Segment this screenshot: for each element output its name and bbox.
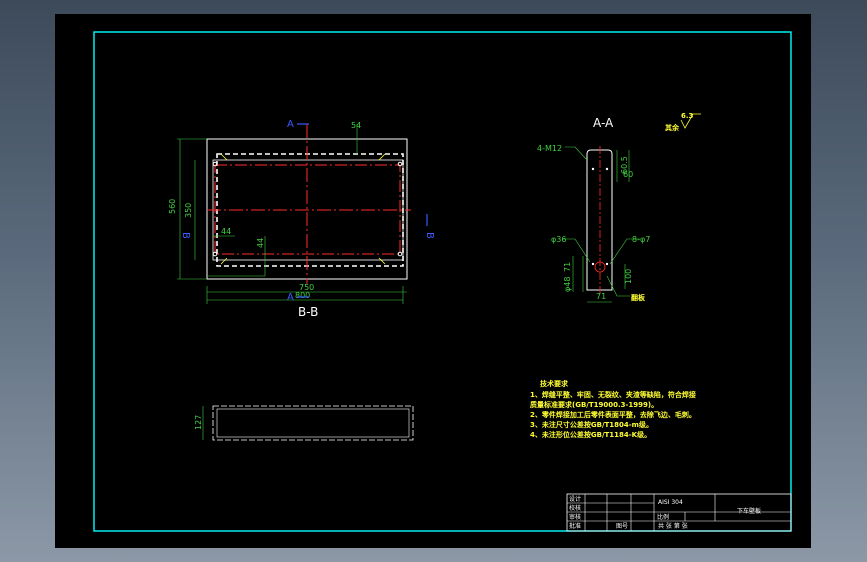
dim-100: 100 bbox=[624, 269, 633, 284]
plan-dimensions bbox=[177, 124, 407, 304]
tb-review: 审核 bbox=[569, 513, 581, 521]
dim-54: 54 bbox=[351, 121, 361, 130]
dim-71: 71 bbox=[563, 262, 572, 272]
tech-line-1: 1、焊缝平整、牢固、无裂纹、夹渣等缺陷，符合焊接 bbox=[530, 390, 696, 399]
view-label-aa: A-A bbox=[593, 116, 614, 130]
section-mark-a-top: A bbox=[287, 119, 294, 130]
tb-approve: 批准 bbox=[569, 522, 581, 530]
drawing-sheet: 54 560 350 44 44 750 800 A A B B B-B 127… bbox=[55, 14, 811, 548]
hole-mark bbox=[591, 262, 595, 266]
dim-60-5: 60.5 bbox=[620, 156, 629, 174]
drawing-border bbox=[93, 31, 792, 532]
bore-circle bbox=[594, 261, 606, 273]
tech-title: 技术要求 bbox=[540, 379, 569, 388]
side-view: 127 bbox=[194, 405, 414, 441]
dim-71b: 71 bbox=[596, 292, 606, 301]
dim-560: 560 bbox=[168, 199, 177, 214]
plan-inner-frame bbox=[216, 153, 404, 267]
title-block: 设计 校核 审核 批准 AISI 304 比例 下车壁板 图号 共 张 第 张 bbox=[566, 493, 792, 532]
section-mark-a-bottom: A bbox=[287, 292, 294, 303]
dim-750: 750 bbox=[299, 283, 314, 292]
dim-60: 60 bbox=[623, 170, 633, 179]
section-aa-view: A-A 其余 6.3 4-M12 60.5 60 φ36 8-φ7 71 φ48 bbox=[537, 112, 701, 303]
dim-800: 800 bbox=[295, 291, 310, 300]
side-outline bbox=[212, 405, 414, 441]
dim-thread: 4-M12 bbox=[537, 144, 562, 153]
hole-mark bbox=[605, 167, 609, 171]
view-label-bb: B-B bbox=[298, 305, 318, 319]
tb-scale: 比例 bbox=[657, 513, 669, 521]
side-inner bbox=[216, 408, 410, 438]
dim-350: 350 bbox=[184, 203, 193, 218]
corner-hole bbox=[397, 251, 403, 257]
tech-requirements: 技术要求 1、焊缝平整、牢固、无裂纹、夹渣等缺陷，符合焊接 质量标准要求(GB/… bbox=[530, 379, 696, 439]
tb-sheet-no: 图号 bbox=[616, 523, 628, 530]
section-dimensions bbox=[563, 146, 640, 303]
dim-44a: 44 bbox=[221, 227, 231, 236]
hole-mark bbox=[605, 262, 609, 266]
weld-leaders bbox=[220, 153, 386, 265]
tb-part-name: 下车壁板 bbox=[737, 507, 761, 515]
tb-material: AISI 304 bbox=[658, 499, 683, 506]
cad-drawing: 54 560 350 44 44 750 800 A A B B B-B 127… bbox=[93, 31, 792, 532]
plan-view: 54 560 350 44 44 750 800 A A B B B-B bbox=[168, 119, 435, 319]
roughness-value: 6.3 bbox=[681, 112, 694, 120]
hole-mark bbox=[591, 167, 595, 171]
roughness-symbol bbox=[680, 113, 701, 129]
tech-line-2: 质量标准要求(GB/T19000.3-1999)。 bbox=[530, 400, 658, 409]
note-flip: 翻板 bbox=[631, 293, 646, 302]
tech-line-4: 3、未注尺寸公差按GB/T1804-m级。 bbox=[530, 420, 653, 429]
dim-dia36: φ36 bbox=[551, 235, 566, 244]
section-mark-b-right: B bbox=[424, 232, 435, 239]
tb-check: 校核 bbox=[569, 504, 581, 512]
corner-hole bbox=[212, 161, 218, 167]
dim-127: 127 bbox=[194, 415, 203, 430]
tech-line-5: 4、未注形位公差按GB/T1184-K级。 bbox=[530, 430, 651, 439]
tech-line-3: 2、零件焊接加工后零件表面平整，去除飞边、毛刺。 bbox=[530, 410, 696, 419]
dim-44b: 44 bbox=[256, 238, 265, 248]
section-profile bbox=[586, 149, 613, 291]
roughness-label: 其余 bbox=[665, 123, 680, 132]
tb-footer: 共 张 第 张 bbox=[658, 522, 688, 530]
tb-design: 设计 bbox=[569, 495, 581, 503]
corner-hole bbox=[212, 251, 218, 257]
dim-holes: 8-φ7 bbox=[632, 235, 650, 244]
section-mark-b-left: B bbox=[180, 232, 191, 239]
corner-hole bbox=[397, 161, 403, 167]
dim-dia48: φ48 bbox=[563, 277, 572, 292]
